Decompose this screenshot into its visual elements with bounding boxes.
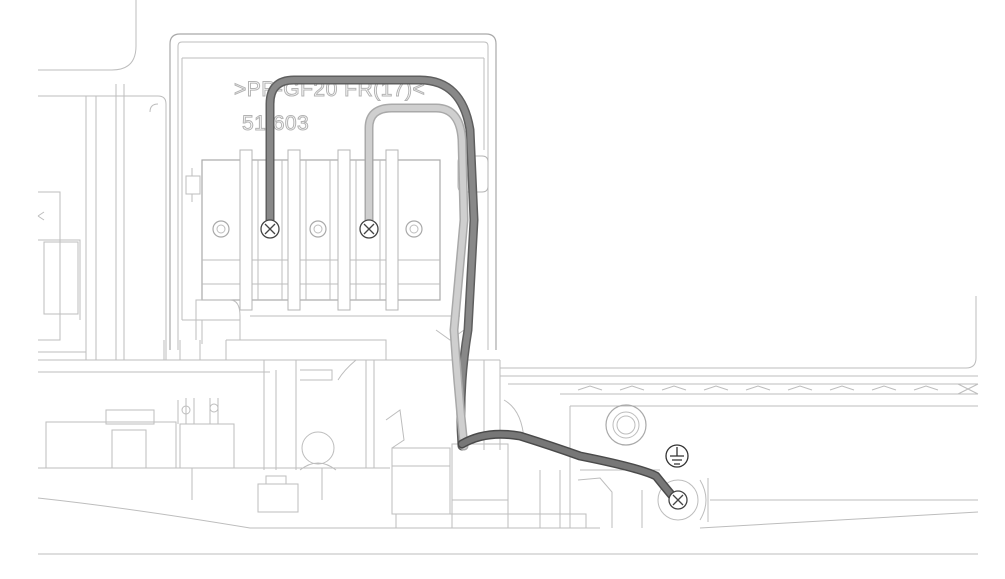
light-wire xyxy=(366,105,467,449)
base-plate xyxy=(37,339,978,555)
wires xyxy=(265,75,679,503)
protective-earth-icon xyxy=(665,444,689,468)
screw-terminal-icon xyxy=(260,219,280,239)
ground-wire xyxy=(459,431,677,501)
screw-terminal-icon xyxy=(668,490,688,510)
light-wire-outline xyxy=(364,103,469,451)
left-housing xyxy=(37,0,167,360)
terminal-housing xyxy=(169,33,497,350)
molded-part-number: 51 603 xyxy=(242,112,309,135)
screw-terminal-icon xyxy=(359,219,379,239)
right-rail xyxy=(500,296,979,529)
terminal-block xyxy=(182,149,465,344)
